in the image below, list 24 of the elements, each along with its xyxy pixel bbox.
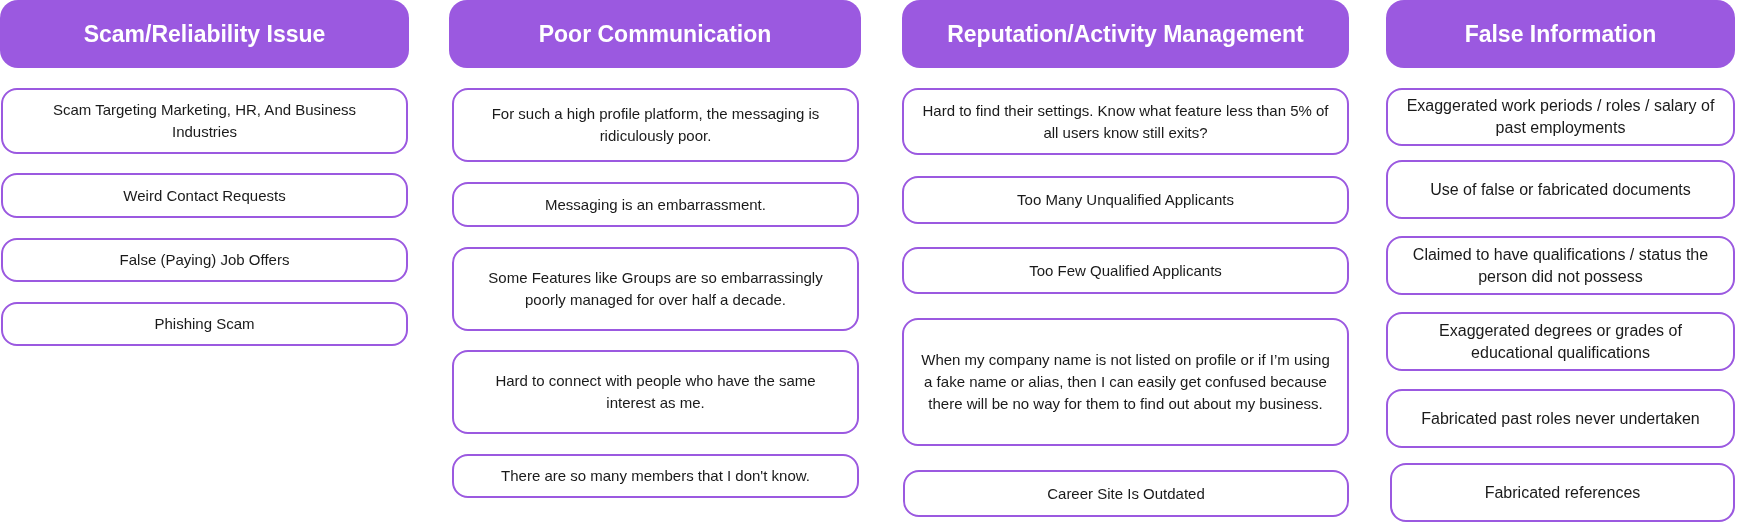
issue-card: Career Site Is Outdated [903,470,1349,517]
category-header: Reputation/Activity Management [902,0,1349,68]
issue-card: Fabricated past roles never undertaken [1386,389,1735,448]
issue-card: Exaggerated work periods / roles / salary of past employments [1386,88,1735,146]
issue-card: Too Many Unqualified Applicants [902,176,1349,224]
issue-card: Claimed to have qualifications / status the person did not possess [1386,236,1735,295]
issue-card: Use of false or fabricated documents [1386,160,1735,219]
category-header: False Information [1386,0,1735,68]
issue-card: Fabricated references [1390,463,1735,522]
issue-card: Phishing Scam [1,302,408,346]
issue-card: Too Few Qualified Applicants [902,247,1349,294]
issue-card: False (Paying) Job Offers [1,238,408,282]
issue-card: Hard to connect with people who have the same interest as me. [452,350,859,434]
issue-card: When my company name is not listed on profile or if I’m using a fake name or alias, then I can easily get confused because there will be no way for them to find out about my business. [902,318,1349,446]
issue-card: Weird Contact Requests [1,173,408,218]
issue-card: Hard to find their settings. Know what feature less than 5% of all users know still exits? [902,88,1349,155]
issue-card: There are so many members that I don't know. [452,454,859,498]
issue-card: Scam Targeting Marketing, HR, And Business Industries [1,88,408,154]
issue-card: For such a high profile platform, the messaging is ridiculously poor. [452,88,859,162]
category-header: Poor Communication [449,0,861,68]
category-header: Scam/Reliability Issue [0,0,409,68]
issue-card: Messaging is an embarrassment. [452,182,859,227]
issue-card: Exaggerated degrees or grades of educational qualifications [1386,312,1735,371]
issue-card: Some Features like Groups are so embarrassingly poorly managed for over half a decade. [452,247,859,331]
